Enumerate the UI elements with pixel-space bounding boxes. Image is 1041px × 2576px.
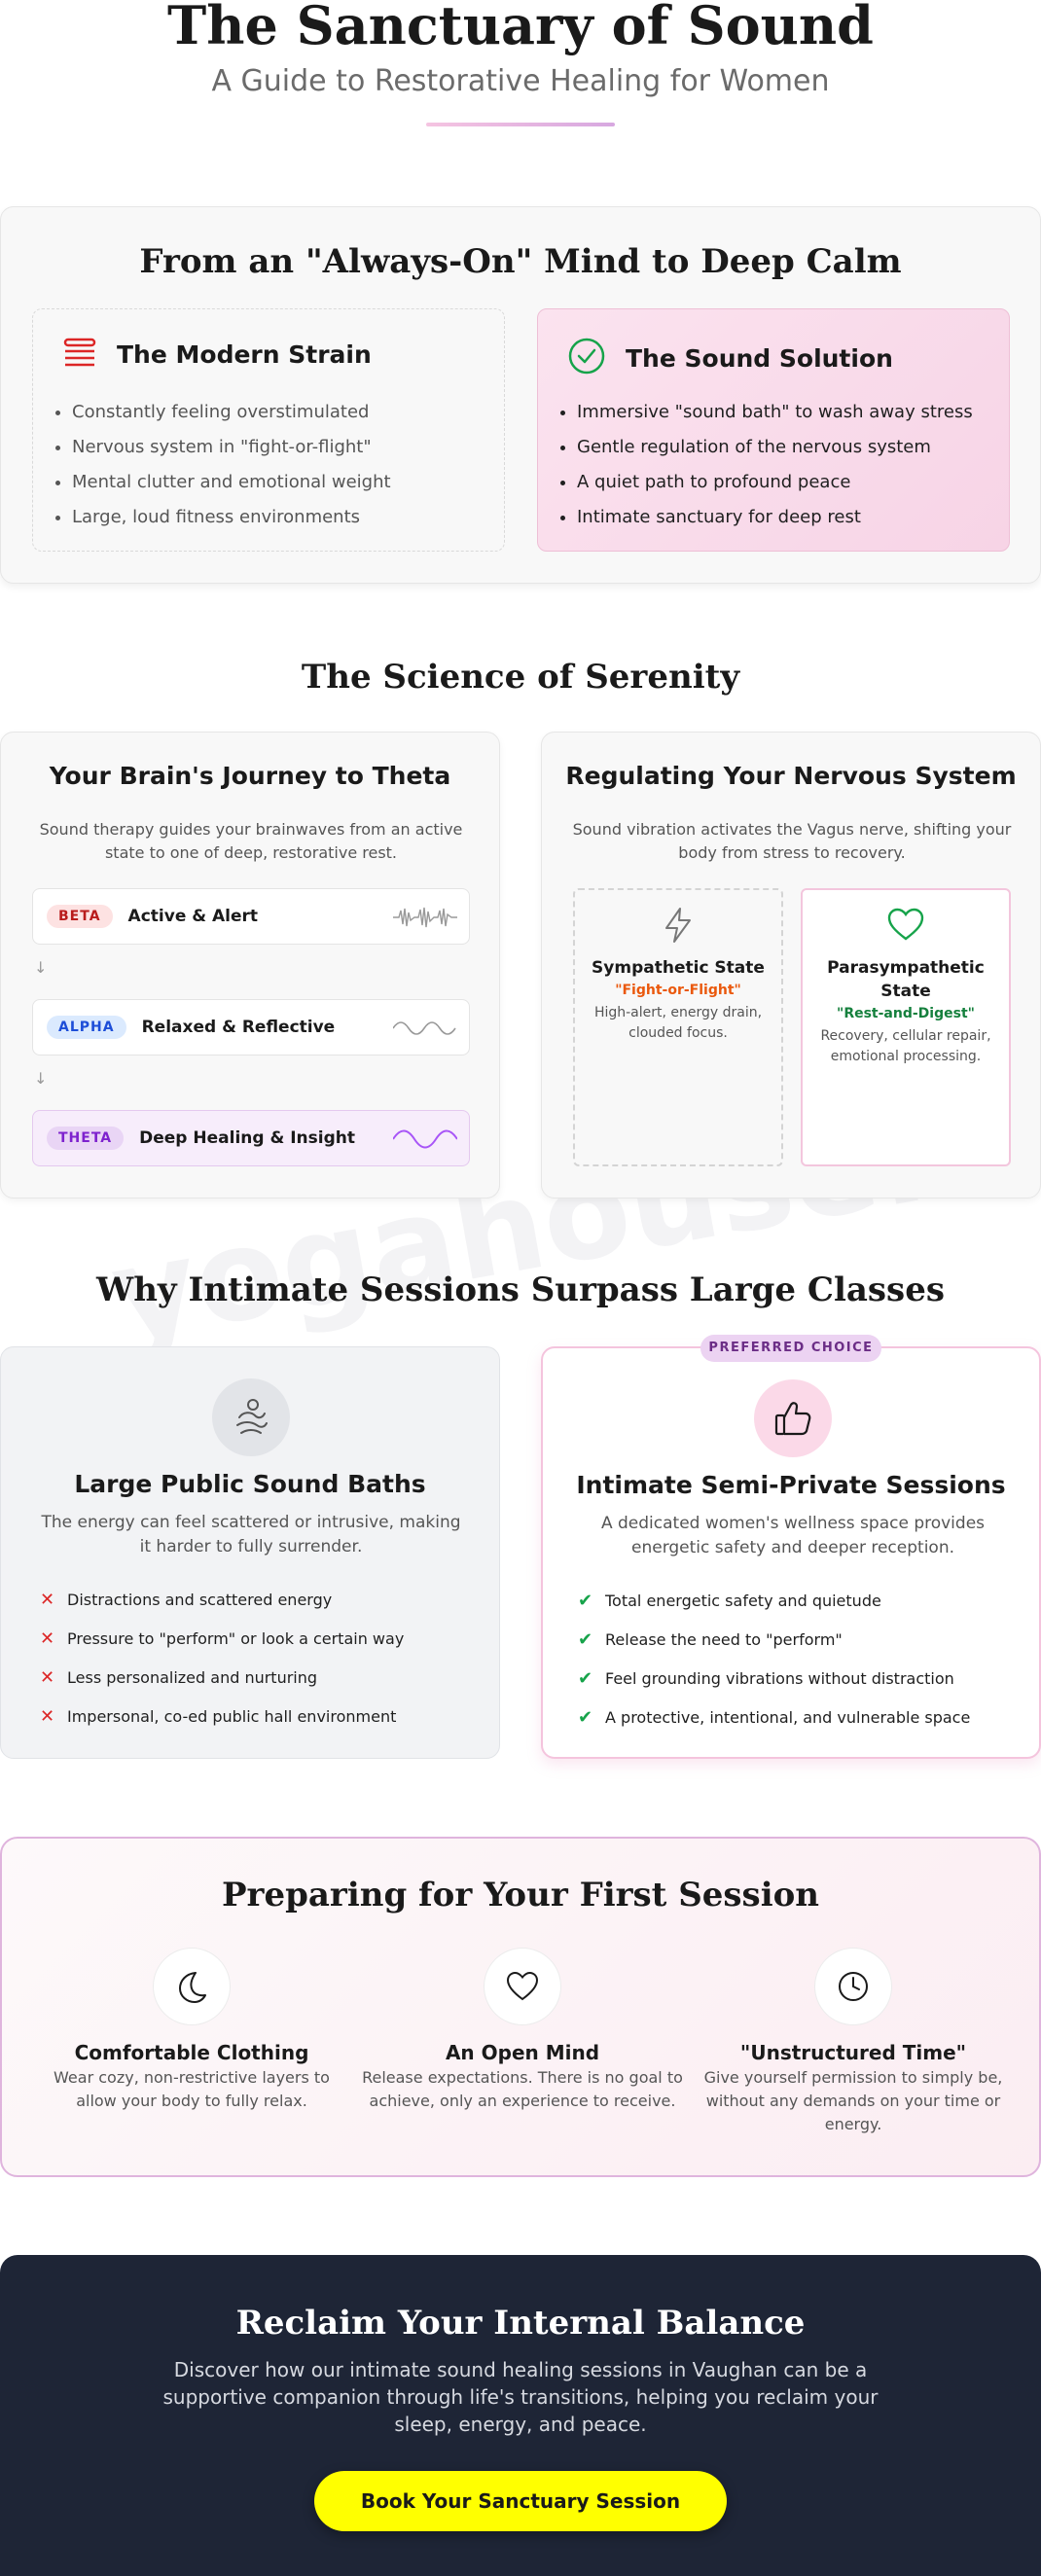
sound-solution-list: Immersive "sound bath" to wash away stre… [577,395,973,535]
list-item: A quiet path to profound peace [577,465,973,500]
prepare-item-mind: An Open Mind Release expectations. There… [362,1948,683,2113]
cta-section: Reclaim Your Internal Balance Discover h… [0,2255,1041,2576]
beta-wave-row: BETA Active & Alert [32,888,470,945]
list-item: ✔A protective, intentional, and vulnerab… [578,1699,970,1737]
list-item: ✔Feel grounding vibrations without distr… [578,1660,970,1699]
sympathetic-state-quote: "Fight-or-Flight" [615,983,741,998]
arrow-down: ↓ [34,1069,48,1088]
thumbs-up-icon [754,1379,832,1457]
private-sessions-list: ✔Total energetic safety and quietude ✔Re… [578,1582,970,1737]
list-item: ✕Impersonal, co-ed public hall environme… [40,1698,404,1736]
alpha-wave-icon [393,1021,456,1035]
beta-wave-icon [393,907,457,928]
list-item: Intimate sanctuary for deep rest [577,500,973,535]
stack-lines-icon [62,337,97,372]
theta-wave-row: THETA Deep Healing & Insight [32,1110,470,1166]
prepare-item-text: Give yourself permission to simply be, w… [703,2068,1003,2133]
nervous-system-description: Sound vibration activates the Vagus nerv… [572,820,1012,862]
heart-icon [803,906,1009,945]
heart-icon [484,1948,561,2025]
modern-strain-title: The Modern Strain [117,340,372,369]
brain-journey-title: Your Brain's Journey to Theta [49,762,451,790]
cta-text: Discover how our intimate sound healing … [162,2358,879,2436]
nervous-system-title: Regulating Your Nervous System [565,762,1017,790]
check-icon: ✔ [578,1668,593,1689]
parasympathetic-state-text: Recovery, cellular repair, emotional pro… [820,1028,991,1064]
parasympathetic-state-name: Parasympathetic State [827,958,985,1001]
cta-title: Reclaim Your Internal Balance [235,2304,806,2343]
beta-label: Active & Alert [127,907,259,926]
cross-icon: ✕ [40,1628,55,1649]
compare-section-title: Why Intimate Sessions Surpass Large Clas… [96,1270,945,1309]
list-item: Large, loud fitness environments [72,500,391,535]
cross-icon: ✕ [40,1590,55,1610]
clock-icon [814,1948,892,2025]
title-divider [426,123,615,126]
prepare-section-title: Preparing for Your First Session [221,1876,820,1914]
prepare-item-title: An Open Mind [445,2041,600,2064]
parasympathetic-state-box: Parasympathetic State "Rest-and-Digest" … [801,888,1011,1166]
prepare-item-title: Comfortable Clothing [74,2041,309,2064]
calm-section: From an "Always-On" Mind to Deep Calm Th… [0,206,1041,584]
list-item: ✕Less personalized and nurturing [40,1659,404,1698]
private-sessions-card: PREFERRED CHOICE Intimate Semi-Private S… [541,1335,1041,1759]
list-item: Nervous system in "fight-or-flight" [72,430,391,465]
cross-icon: ✕ [40,1667,55,1688]
public-baths-description: The energy can feel scattered or intrusi… [41,1513,461,1556]
crowd-icon [212,1378,290,1456]
arrow-down: ↓ [34,958,48,977]
moon-icon [153,1948,231,2025]
brain-journey-card: Your Brain's Journey to Theta Sound ther… [0,732,500,1199]
alpha-badge: ALPHA [47,1016,126,1039]
private-sessions-title: Intimate Semi-Private Sessions [576,1471,1006,1499]
sympathetic-state-box: Sympathetic State "Fight-or-Flight" High… [573,888,783,1166]
nervous-system-card: Regulating Your Nervous System Sound vib… [541,732,1041,1199]
beta-badge: BETA [47,905,113,928]
public-baths-card: Large Public Sound Baths The energy can … [0,1346,500,1759]
theta-badge: THETA [47,1127,125,1150]
theta-label: Deep Healing & Insight [139,1128,355,1148]
check-icon: ✔ [578,1707,593,1728]
check-icon: ✔ [578,1591,593,1611]
prepare-section: Preparing for Your First Session Comfort… [0,1837,1041,2177]
page-subtitle: A Guide to Restorative Healing for Women [211,64,830,98]
prepare-item-time: "Unstructured Time" Give yourself permis… [693,1948,1014,2136]
parasympathetic-state-quote: "Rest-and-Digest" [837,1006,975,1021]
theta-wave-icon [393,1129,457,1149]
sound-solution-title: The Sound Solution [626,343,893,373]
public-baths-title: Large Public Sound Baths [74,1470,426,1498]
alpha-wave-row: ALPHA Relaxed & Reflective [32,999,470,1055]
list-item: Mental clutter and emotional weight [72,465,391,500]
preferred-choice-badge: PREFERRED CHOICE [700,1335,881,1362]
modern-strain-card: The Modern Strain Constantly feeling ove… [32,308,505,552]
sympathetic-state-text: High-alert, energy drain, clouded focus. [593,1005,763,1041]
prepare-item-text: Release expectations. There is no goal t… [362,2068,683,2110]
prepare-item-title: "Unstructured Time" [739,2041,967,2064]
check-icon: ✔ [578,1629,593,1650]
book-session-button[interactable]: Book Your Sanctuary Session [314,2471,727,2531]
alpha-label: Relaxed & Reflective [141,1018,336,1037]
list-item: Gentle regulation of the nervous system [577,430,973,465]
science-section-title: The Science of Serenity [301,658,740,697]
list-item: Constantly feeling overstimulated [72,395,391,430]
cross-icon: ✕ [40,1706,55,1727]
public-baths-list: ✕Distractions and scattered energy ✕Pres… [40,1581,404,1736]
calm-section-title: From an "Always-On" Mind to Deep Calm [139,242,902,281]
modern-strain-list: Constantly feeling overstimulated Nervou… [72,395,391,535]
lightning-icon [575,906,781,945]
brain-journey-description: Sound therapy guides your brainwaves fro… [39,820,463,862]
prepare-item-clothing: Comfortable Clothing Wear cozy, non-rest… [31,1948,352,2113]
prepare-item-text: Wear cozy, non-restrictive layers to all… [54,2068,330,2110]
list-item: Immersive "sound bath" to wash away stre… [577,395,973,430]
list-item: ✕Pressure to "perform" or look a certain… [40,1620,404,1659]
list-item: ✕Distractions and scattered energy [40,1581,404,1620]
check-circle-icon [567,337,606,379]
list-item: ✔Release the need to "perform" [578,1621,970,1660]
private-sessions-description: A dedicated women's wellness space provi… [600,1514,986,1557]
page-title: The Sanctuary of Sound [167,0,874,56]
list-item: ✔Total energetic safety and quietude [578,1582,970,1621]
sympathetic-state-name: Sympathetic State [592,958,765,978]
sound-solution-card: The Sound Solution Immersive "sound bath… [537,308,1010,552]
